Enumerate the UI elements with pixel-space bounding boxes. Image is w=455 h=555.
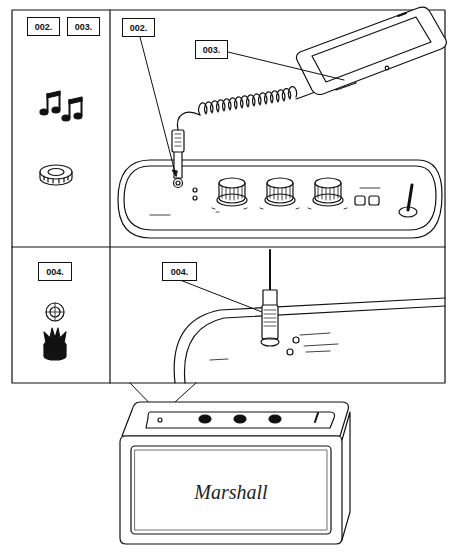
control-panel <box>118 160 442 238</box>
callout-number: 004. <box>46 267 64 277</box>
control-panel-detail <box>174 250 445 383</box>
callout-box: 003. <box>195 40 228 59</box>
callout-number: 002. <box>35 22 53 32</box>
callout-number: 003. <box>203 45 221 55</box>
callout-number: 004. <box>171 267 189 277</box>
leader-lines <box>140 37 344 312</box>
knob-ring-icon <box>40 165 72 185</box>
callout-box: 004. <box>38 262 72 281</box>
speaker <box>120 402 350 544</box>
callout-box: 004. <box>162 262 197 281</box>
callout-box: 002. <box>122 18 155 37</box>
music-icon <box>40 91 82 121</box>
callout-number: 003. <box>75 22 93 32</box>
callout-number: 002. <box>130 23 148 33</box>
callout-box: 003. <box>67 17 100 36</box>
buttons-switch <box>355 185 417 217</box>
light-icon <box>44 328 66 360</box>
target-icon <box>46 303 64 321</box>
brand-logo: Marshall <box>194 481 267 504</box>
callout-box: 002. <box>27 17 60 36</box>
smartphone <box>296 7 446 94</box>
volume-knobs <box>212 178 347 212</box>
